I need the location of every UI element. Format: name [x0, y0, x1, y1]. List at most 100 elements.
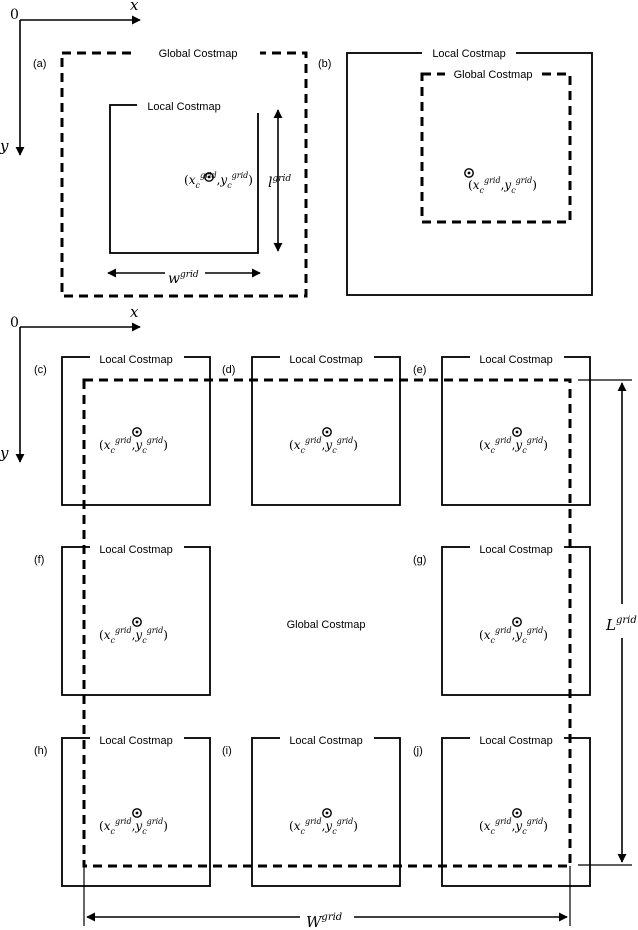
title-mask	[136, 46, 260, 60]
panel-b-tag: (b)	[318, 58, 331, 70]
coordinate-label: (xcgrid,ycgrid)	[479, 626, 548, 645]
W-grid-dimension: Wgrid	[83, 866, 571, 930]
center-point-icon	[132, 808, 142, 818]
label-mask	[604, 604, 638, 638]
title-mask	[90, 732, 184, 746]
coordinate-label: (xcgrid,ycgrid)	[184, 171, 253, 190]
center-coordinate: (xcgrid,ycgrid)	[99, 808, 168, 836]
panel-tag: (d)	[222, 364, 235, 376]
panel-tag: (f)	[34, 554, 44, 566]
center-coordinate: (xcgrid,ycgrid)	[99, 427, 168, 455]
global-costmap-label: Global Costmap	[287, 619, 366, 631]
local-costmap-title: Local Costmap	[479, 735, 552, 747]
title-mask	[470, 351, 564, 365]
center-coordinate: (xcgrid,ycgrid)	[289, 427, 358, 455]
local-costmap-panel: Local Costmap(h)(xcgrid,ycgrid)	[34, 732, 211, 887]
panel-tag: (j)	[413, 745, 423, 757]
coordinate-label: (xcgrid,ycgrid)	[99, 817, 168, 836]
panel-a-tag: (a)	[33, 58, 46, 70]
coordinate-label: (xcgrid,ycgrid)	[468, 176, 537, 195]
center-point-icon	[132, 617, 142, 627]
center-point-icon	[322, 808, 332, 818]
local-costmap-title: Local Costmap	[432, 48, 505, 60]
local-costmap-panel: Local Costmap(e)(xcgrid,ycgrid)	[413, 351, 591, 506]
local-costmap-panel: Local Costmap (i) (xcgrid,ycgrid)	[222, 732, 401, 887]
center-coordinate: (xcgrid,ycgrid)	[289, 808, 358, 836]
title-mask	[470, 541, 564, 555]
title-mask	[90, 541, 184, 555]
center-point-icon	[322, 427, 332, 437]
title-mask	[280, 732, 374, 746]
coordinate-label: (xcgrid,ycgrid)	[99, 626, 168, 645]
center-coordinate: (xcgrid,ycgrid)	[479, 617, 548, 645]
center-dot	[135, 430, 139, 434]
panel-tag: (c)	[34, 364, 47, 376]
local-costmap-panel: Local Costmap (c) (xcgrid,ycgrid)	[34, 351, 211, 506]
center-dot	[135, 811, 139, 815]
W-grid-label: Wgrid	[306, 912, 342, 930]
center-dot	[325, 430, 329, 434]
center-point-icon	[512, 617, 522, 627]
center-dot	[515, 620, 519, 624]
center-point-icon	[464, 168, 474, 178]
local-costmap-box	[441, 737, 591, 887]
center-dot	[135, 620, 139, 624]
local-costmap-title: Local Costmap	[147, 101, 220, 113]
y-axis-label: y	[0, 444, 9, 462]
local-costmap-title: Local Costmap	[479, 544, 552, 556]
local-costmap-title: Local Costmap	[289, 354, 362, 366]
global-costmap-title: Global Costmap	[159, 48, 238, 60]
center-coordinate: (xcgrid,ycgrid)	[184, 171, 253, 190]
center-coordinate: (xcgrid,ycgrid)	[464, 168, 537, 195]
label-mask	[165, 263, 205, 283]
title-mask	[422, 46, 516, 60]
local-costmap-title: Local Costmap	[289, 735, 362, 747]
L-grid-dimension: Lgrid	[578, 379, 638, 866]
title-mask	[470, 732, 564, 746]
center-dot	[467, 171, 471, 175]
label-mask	[300, 906, 354, 930]
coordinate-label: (xcgrid,ycgrid)	[99, 436, 168, 455]
top-axes: 0 x y	[0, 0, 141, 156]
center-coordinate: (xcgrid,ycgrid)	[99, 617, 168, 645]
local-costmap-title: Local Costmap	[99, 544, 172, 556]
title-mask	[90, 351, 184, 365]
x-axis-label: x	[130, 0, 139, 14]
large-global-costmap-box	[82, 378, 572, 868]
panel-a: (a) Global Costmap Local Costmap (xcgrid…	[33, 46, 308, 298]
panel-tag: (e)	[413, 364, 426, 376]
local-costmap-panel: Local Costmap (g) (xcgrid,ycgrid)	[413, 541, 591, 696]
center-dot	[325, 811, 329, 815]
local-costmap-title: Local Costmap	[99, 354, 172, 366]
global-costmap-title: Global Costmap	[454, 69, 533, 81]
panel-tag: (i)	[222, 745, 232, 757]
center-coordinate: (xcgrid,ycgrid)	[479, 427, 548, 455]
title-mask	[137, 99, 259, 113]
origin-label: 0	[10, 315, 19, 331]
center-dot	[515, 430, 519, 434]
x-axis-label: x	[130, 303, 139, 321]
local-costmap-title: Local Costmap	[99, 735, 172, 747]
coordinate-label: (xcgrid,ycgrid)	[289, 817, 358, 836]
panel-b: (b) Local Costmap Global Costmap (xcgrid…	[318, 46, 593, 296]
center-point-icon	[512, 808, 522, 818]
coordinate-label: (xcgrid,ycgrid)	[289, 436, 358, 455]
panel-tag: (g)	[413, 554, 426, 566]
center-point-icon	[204, 172, 214, 182]
w-grid-label: wgrid	[168, 270, 199, 287]
title-mask	[445, 67, 542, 81]
local-costmap-panel: Local Costmap (f) (xcgrid,ycgrid)	[34, 541, 211, 696]
coordinate-label: (xcgrid,ycgrid)	[479, 436, 548, 455]
title-mask	[280, 351, 374, 365]
bottom-axes: 0 x y	[0, 303, 141, 463]
center-point-icon	[132, 427, 142, 437]
global-costmap-box	[420, 72, 572, 224]
coordinate-label: (xcgrid,ycgrid)	[479, 817, 548, 836]
grid-panels: Local Costmap(c)(xcgrid,ycgrid)Local Cos…	[34, 351, 591, 887]
local-costmap-panel: Local Costmap (d) (xcgrid,ycgrid)	[222, 351, 401, 506]
L-grid-label: Lgrid	[605, 615, 637, 634]
center-dot	[515, 811, 519, 815]
l-grid-label: lgrid	[268, 174, 291, 191]
center-coordinate: (xcgrid,ycgrid)	[479, 808, 548, 836]
